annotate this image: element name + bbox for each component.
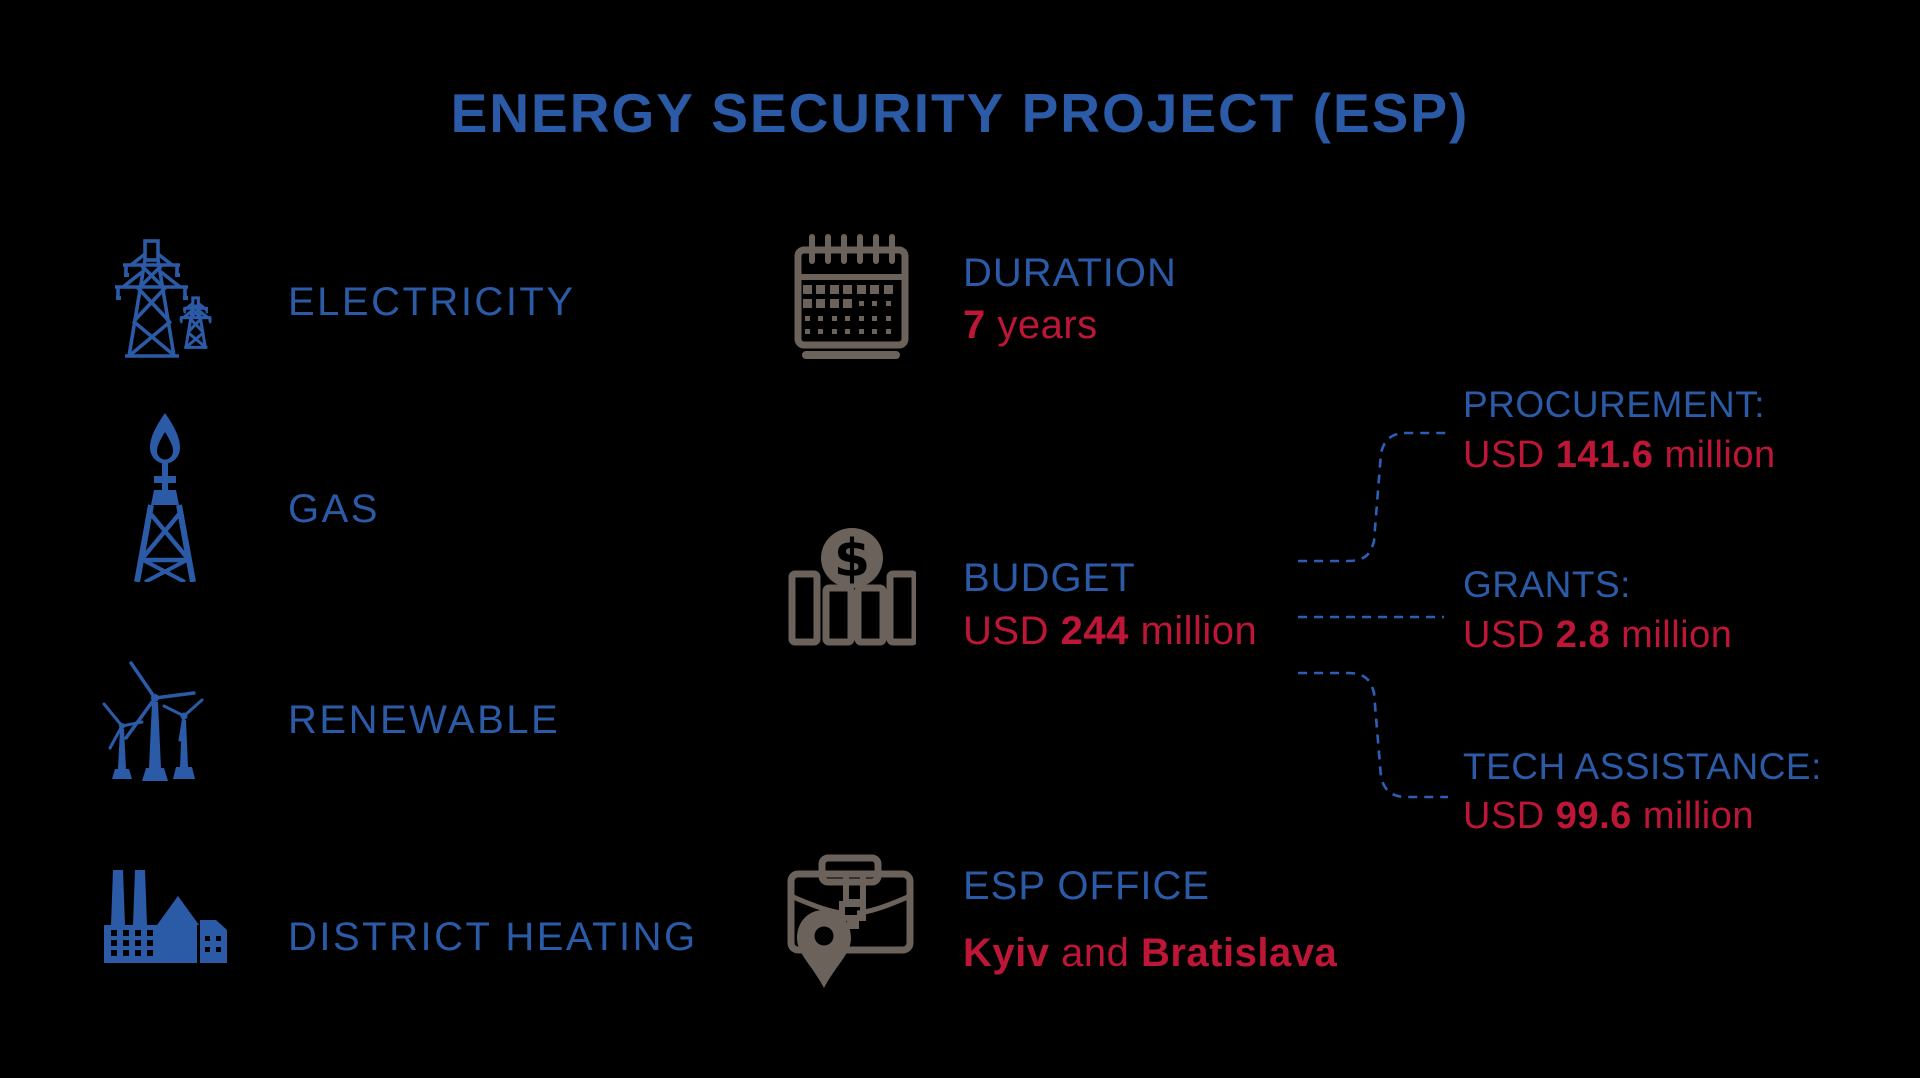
breakdown-label-tech-assistance: TECH ASSISTANCE:: [1463, 746, 1822, 787]
budget-currency: USD: [963, 609, 1061, 653]
sector-label-renewable: RENEWABLE: [288, 698, 561, 742]
fact-value-budget: USD 244 million: [963, 611, 1257, 651]
breakdown-value-procurement: USD 141.6 million: [1463, 436, 1776, 474]
tech-assistance-amount: 99.6: [1555, 795, 1632, 837]
office-conjunction: and: [1049, 931, 1141, 975]
duration-number: 7: [963, 303, 986, 347]
fact-label-duration: DURATION: [963, 251, 1177, 295]
budget-amount: 244: [1060, 609, 1129, 653]
briefcase-location-pin-icon: [785, 850, 917, 990]
fact-value-duration: 7 years: [963, 305, 1098, 345]
fact-label-budget: BUDGET: [963, 556, 1136, 600]
calendar-icon: [790, 225, 920, 365]
grants-unit: million: [1610, 614, 1733, 656]
procurement-unit: million: [1653, 434, 1776, 476]
sector-label-gas: GAS: [288, 487, 380, 531]
fact-value-esp-office: Kyiv and Bratislava: [963, 933, 1337, 973]
dollar-bar-chart-icon: $: [788, 528, 916, 646]
tech-assistance-unit: million: [1631, 795, 1755, 837]
fact-label-esp-office: ESP OFFICE: [963, 864, 1211, 908]
sector-label-district-heating: DISTRICT HEATING: [288, 915, 698, 959]
page-title: ENERGY SECURITY PROJECT (ESP): [450, 82, 1470, 144]
grants-currency: USD: [1463, 614, 1556, 656]
grants-amount: 2.8: [1555, 614, 1611, 656]
office-city-1: Kyiv: [963, 931, 1050, 975]
procurement-amount: 141.6: [1555, 434, 1654, 476]
transmission-towers-icon: [85, 225, 235, 370]
breakdown-label-procurement: PROCUREMENT:: [1463, 384, 1766, 425]
wind-turbines-icon: [82, 648, 217, 788]
breakdown-value-tech-assistance: USD 99.6 million: [1463, 797, 1754, 835]
budget-unit: million: [1128, 609, 1258, 653]
sector-label-electricity: ELECTRICITY: [288, 280, 576, 324]
procurement-currency: USD: [1463, 434, 1556, 476]
breakdown-label-grants: GRANTS:: [1463, 564, 1631, 605]
office-city-2: Bratislava: [1140, 931, 1338, 975]
tech-assistance-currency: USD: [1463, 795, 1556, 837]
duration-unit: years: [985, 303, 1098, 347]
svg-text:$: $: [834, 529, 870, 589]
factory-icon: [82, 868, 232, 963]
gas-rig-flame-icon: [123, 410, 207, 582]
breakdown-value-grants: USD 2.8 million: [1463, 616, 1732, 654]
